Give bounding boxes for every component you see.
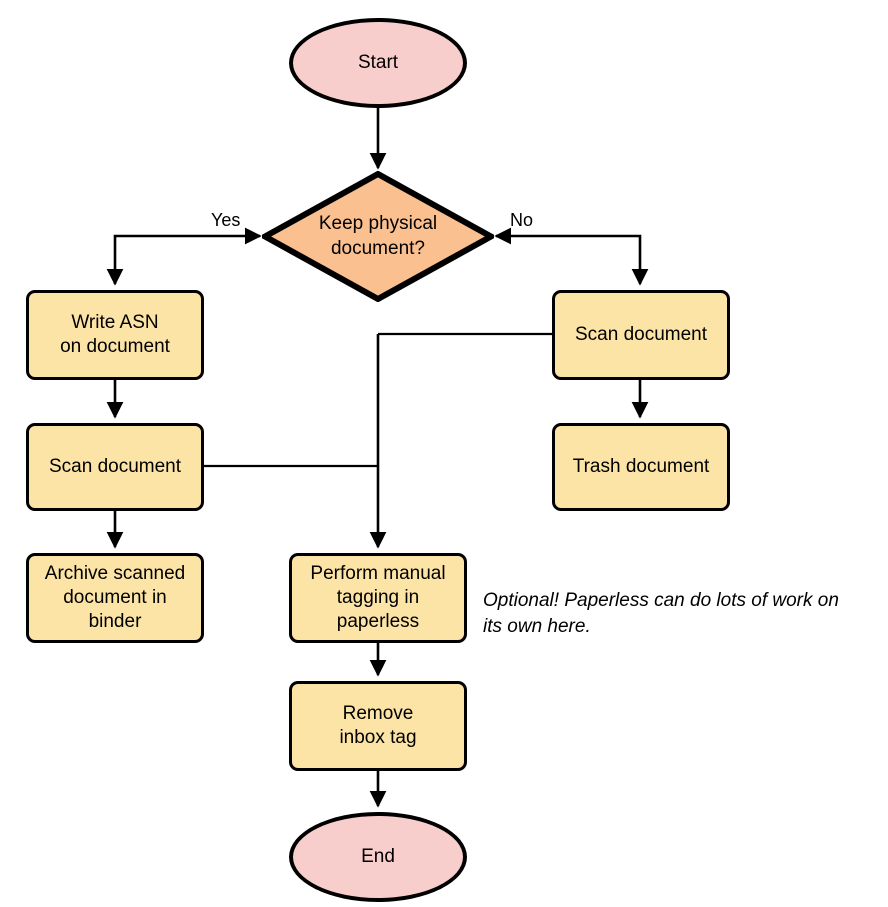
edge-decision-yes-to-write-asn — [106, 227, 262, 286]
node-manual-tagging-label: Perform manual tagging in paperless — [310, 562, 445, 635]
annotation-optional-note-line2: its own here. — [483, 615, 591, 637]
node-write-asn-label-line1: Write ASN — [71, 311, 159, 333]
node-scan-document-right[interactable]: Scan document — [552, 290, 730, 380]
node-write-asn-on-document[interactable]: Write ASN on document — [26, 290, 204, 380]
node-remove-inbox-tag[interactable]: Remove inbox tag — [289, 681, 467, 771]
node-scan-document-right-label: Scan document — [574, 323, 708, 345]
diamond-shape — [262, 171, 494, 302]
edge-decision-no-to-scan-right — [494, 227, 649, 286]
node-start[interactable]: Start — [289, 18, 467, 108]
edge-label-no: No — [510, 210, 534, 230]
node-archive-label-line3: binder — [88, 611, 142, 633]
node-archive-label-line1: Archive scanned — [44, 562, 186, 584]
node-manual-tagging-label-line3: paperless — [336, 611, 420, 633]
node-scan-document-left[interactable]: Scan document — [26, 423, 204, 511]
node-archive-label: Archive scanned document in binder — [45, 562, 185, 635]
node-remove-inbox-label: Remove inbox tag — [339, 702, 416, 751]
node-decision-keep-physical-document[interactable]: Keep physical document? — [262, 171, 494, 302]
node-remove-inbox-label-line2: inbox tag — [339, 727, 417, 748]
node-end-label: End — [361, 845, 395, 867]
annotation-optional-note: Optional! Paperless can do lots of work … — [483, 588, 883, 639]
node-remove-inbox-label-line1: Remove — [342, 702, 414, 724]
node-start-label: Start — [357, 51, 399, 73]
edge-label-yes: Yes — [211, 210, 241, 230]
annotation-optional-note-line1: Optional! Paperless can do lots of work … — [483, 590, 839, 611]
node-perform-manual-tagging[interactable]: Perform manual tagging in paperless — [289, 553, 467, 643]
node-scan-document-left-label: Scan document — [48, 455, 182, 477]
node-trash-document[interactable]: Trash document — [552, 423, 730, 511]
node-manual-tagging-label-line1: Perform manual — [310, 562, 446, 584]
node-write-asn-label-line2: on document — [60, 336, 170, 357]
node-trash-document-label: Trash document — [572, 455, 710, 477]
node-end[interactable]: End — [289, 812, 467, 902]
node-write-asn-label: Write ASN on document — [60, 311, 170, 360]
node-manual-tagging-label-line2: tagging in — [336, 586, 420, 608]
node-archive-scanned-document-in-binder[interactable]: Archive scanned document in binder — [26, 553, 204, 643]
node-archive-label-line2: document in — [63, 586, 167, 608]
